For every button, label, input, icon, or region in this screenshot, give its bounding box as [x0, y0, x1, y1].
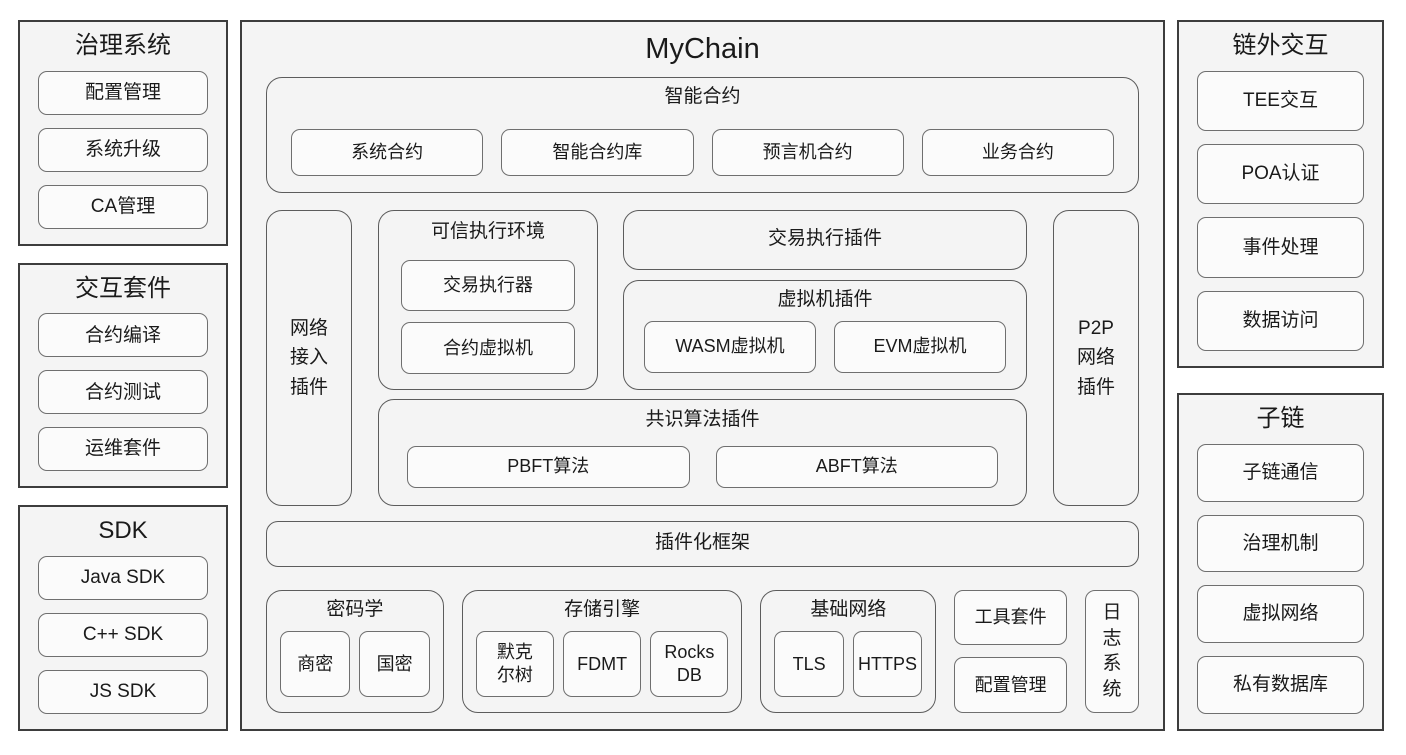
middle-row: 网络 接入 插件 可信执行环境 交易执行器 合约虚拟机 交易执行插件: [266, 209, 1139, 506]
box-tee-interaction: TEE交互: [1197, 70, 1364, 132]
box-ca-management: CA管理: [38, 184, 208, 229]
panel-sdk-items: Java SDK C++ SDK JS SDK: [20, 554, 226, 729]
box-ops-suite: 运维套件: [38, 427, 208, 472]
storage-engine-title: 存储引擎: [564, 598, 641, 620]
box-log-system: 日 志 系 统: [1085, 589, 1139, 713]
box-evm-vm: EVM虚拟机: [834, 320, 1006, 373]
plugin-framework-title: 插件化框架: [654, 532, 750, 554]
box-merkle-tree: 默克 尔树: [475, 630, 555, 697]
vm-plugin-title: 虚拟机插件: [777, 288, 873, 310]
panel-governance-system: 治理系统 配置管理 系统升级 CA管理: [18, 20, 228, 246]
base-network-row: TLS HTTPS: [774, 630, 923, 697]
box-tool-suite: 工具套件: [954, 589, 1068, 646]
cryptography-row: 商密 国密: [280, 630, 430, 697]
box-js-sdk: JS SDK: [38, 670, 208, 714]
panel-offchain-interaction: 链外交互 TEE交互 POA认证 事件处理 数据访问: [1177, 20, 1384, 368]
vm-plugin-row: WASM虚拟机 EVM虚拟机: [644, 320, 1006, 373]
box-rocksdb: Rocks DB: [650, 630, 729, 697]
panel-sdk-title: SDK: [98, 517, 148, 545]
panel-subchain: 子链 子链通信 治理机制 虚拟网络 私有数据库: [1177, 393, 1384, 731]
mychain-title: MyChain: [645, 33, 760, 65]
box-wasm-vm: WASM虚拟机: [644, 320, 816, 373]
panel-sdk: SDK Java SDK C++ SDK JS SDK: [18, 505, 228, 732]
panel-interaction-title: 交互套件: [75, 274, 171, 302]
panel-interaction-items: 合约编译 合约测试 运维套件: [20, 311, 226, 486]
middle-top-row: 可信执行环境 交易执行器 合约虚拟机 交易执行插件 虚拟机插件: [378, 209, 1027, 390]
box-cpp-sdk: C++ SDK: [38, 613, 208, 658]
cryptography-title: 密码学: [326, 598, 384, 620]
middle-center: 可信执行环境 交易执行器 合约虚拟机 交易执行插件 虚拟机插件: [378, 209, 1027, 506]
box-network-access-plugin: 网络 接入 插件: [266, 209, 352, 506]
box-config-management-main: 配置管理: [954, 657, 1068, 714]
box-tls: TLS: [774, 630, 844, 697]
left-column: 治理系统 配置管理 系统升级 CA管理 交互套件 合约编译 合约测试 运维套件 …: [18, 20, 228, 732]
box-guomi: 国密: [359, 630, 430, 697]
smart-contracts-title: 智能合约: [664, 85, 741, 107]
bottom-row: 密码学 商密 国密 存储引擎 默克 尔树 FDMT Rocks DB 基础网络 …: [266, 589, 1139, 714]
box-event-processing: 事件处理: [1197, 217, 1364, 278]
middle-top-right: 交易执行插件 虚拟机插件 WASM虚拟机 EVM虚拟机: [623, 209, 1027, 390]
box-governance-mechanism: 治理机制: [1197, 514, 1364, 573]
base-network-title: 基础网络: [810, 598, 887, 620]
panel-offchain-items: TEE交互 POA认证 事件处理 数据访问: [1179, 69, 1382, 366]
box-abft-algorithm: ABFT算法: [715, 445, 998, 488]
box-fdmt: FDMT: [563, 630, 642, 697]
box-p2p-network-plugin: P2P 网络 插件: [1053, 209, 1139, 506]
consensus-plugin-row: PBFT算法 ABFT算法: [407, 445, 998, 488]
trusted-exec-env-stack: 交易执行器 合约虚拟机: [401, 259, 575, 374]
box-contract-compile: 合约编译: [38, 313, 208, 358]
box-shangmi: 商密: [280, 630, 351, 697]
trusted-exec-env-title: 可信执行环境: [430, 220, 545, 242]
box-tx-executor: 交易执行器: [401, 259, 575, 312]
box-virtual-network: 虚拟网络: [1197, 585, 1364, 644]
panel-governance-title: 治理系统: [75, 32, 171, 59]
section-consensus-plugin: 共识算法插件 PBFT算法 ABFT算法: [378, 398, 1027, 506]
box-contract-vm: 合约虚拟机: [401, 322, 575, 374]
box-pbft-algorithm: PBFT算法: [407, 445, 690, 488]
box-config-management: 配置管理: [38, 70, 208, 115]
box-private-database: 私有数据库: [1197, 656, 1364, 714]
section-storage-engine: 存储引擎 默克 尔树 FDMT Rocks DB: [461, 589, 743, 713]
box-business-contract: 业务合约: [921, 128, 1114, 176]
box-subchain-comm: 子链通信: [1197, 443, 1364, 502]
tx-exec-plugin-title: 交易执行插件: [767, 228, 882, 250]
box-system-contract: 系统合约: [291, 128, 484, 176]
section-cryptography: 密码学 商密 国密: [266, 589, 444, 713]
box-poa-auth: POA认证: [1197, 144, 1364, 205]
consensus-plugin-title: 共识算法插件: [645, 408, 760, 430]
smart-contracts-row: 系统合约 智能合约库 预言机合约 业务合约: [291, 128, 1114, 176]
box-system-upgrade: 系统升级: [38, 127, 208, 172]
tools-column: 工具套件 配置管理: [954, 589, 1068, 714]
panel-subchain-title: 子链: [1256, 405, 1305, 432]
section-smart-contracts: 智能合约 系统合约 智能合约库 预言机合约 业务合约: [266, 76, 1139, 193]
box-smart-contract-lib: 智能合约库: [501, 128, 694, 176]
box-plugin-framework: 插件化框架: [266, 520, 1139, 567]
box-tx-exec-plugin: 交易执行插件: [623, 209, 1027, 270]
box-data-access: 数据访问: [1197, 290, 1364, 351]
storage-engine-row: 默克 尔树 FDMT Rocks DB: [475, 630, 729, 697]
section-base-network: 基础网络 TLS HTTPS: [760, 589, 937, 713]
mychain-panel: MyChain 智能合约 系统合约 智能合约库 预言机合约 业务合约 网络 接入…: [240, 20, 1165, 731]
panel-offchain-title: 链外交互: [1232, 32, 1329, 59]
panel-interaction-suite: 交互套件 合约编译 合约测试 运维套件: [18, 262, 228, 489]
box-oracle-contract: 预言机合约: [711, 128, 904, 176]
section-trusted-exec-env: 可信执行环境 交易执行器 合约虚拟机: [378, 209, 598, 390]
panel-governance-items: 配置管理 系统升级 CA管理: [20, 69, 226, 244]
box-https: HTTPS: [852, 630, 923, 697]
right-column: 链外交互 TEE交互 POA认证 事件处理 数据访问 子链 子链通信 治理机制 …: [1177, 20, 1384, 731]
panel-subchain-items: 子链通信 治理机制 虚拟网络 私有数据库: [1179, 442, 1382, 729]
box-contract-test: 合约测试: [38, 370, 208, 415]
section-vm-plugin: 虚拟机插件 WASM虚拟机 EVM虚拟机: [623, 279, 1027, 390]
box-java-sdk: Java SDK: [38, 556, 208, 601]
